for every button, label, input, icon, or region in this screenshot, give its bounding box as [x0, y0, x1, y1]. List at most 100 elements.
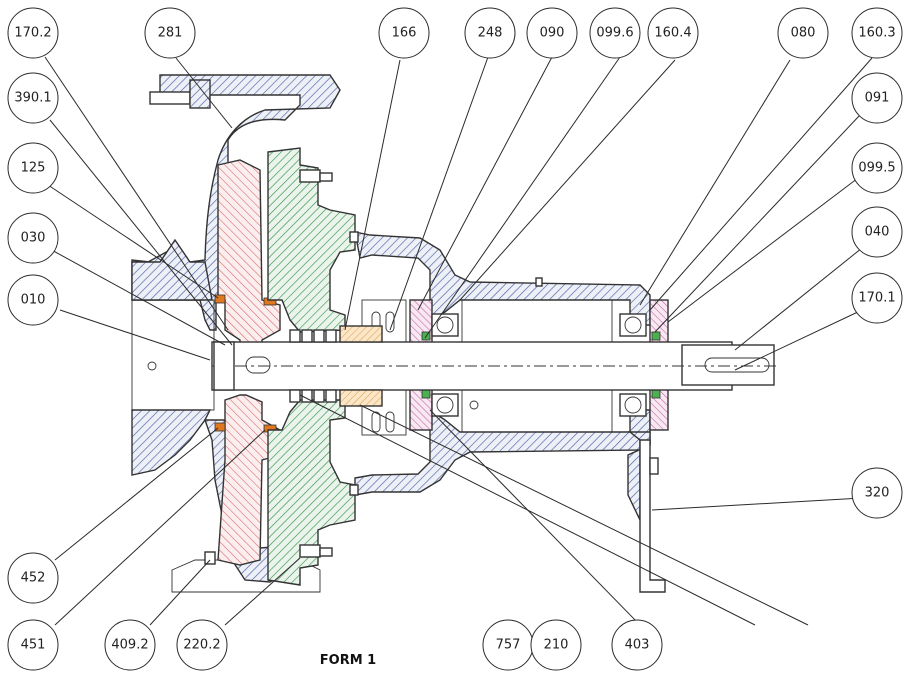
callout-010: 010 [7, 274, 59, 326]
callout-circle [851, 72, 903, 124]
callout-circle [851, 142, 903, 194]
callout-label: 090 [540, 26, 565, 41]
callout-circle [104, 619, 156, 671]
suction-drain-hole [147, 361, 157, 371]
callout-label: 452 [21, 571, 46, 586]
discharge-flange [189, 79, 211, 109]
seal-ring-4 [651, 389, 661, 399]
callout-circle [7, 142, 59, 194]
callout-circle [144, 7, 196, 59]
callout-281: 281 [144, 7, 196, 59]
callout-403: 403 [611, 619, 663, 671]
discharge-flange-bolt [149, 91, 191, 105]
callout-label: 248 [478, 26, 503, 41]
callout-label: 320 [865, 486, 890, 501]
bearing-bracket-upper [354, 231, 651, 326]
bearing-pump-side [431, 313, 459, 417]
callout-circle [7, 552, 59, 604]
callout-125: 125 [7, 142, 59, 194]
callout-757: 757 [482, 619, 534, 671]
bearing-bracket-lower [354, 408, 651, 496]
callout-label: 099.5 [858, 161, 895, 176]
callout-320: 320 [851, 467, 903, 519]
callout-label: 099.6 [596, 26, 633, 41]
callout-circle [530, 619, 582, 671]
callout-circle [851, 206, 903, 258]
callout-220-2: 220.2 [176, 619, 228, 671]
packing-rings [289, 329, 337, 403]
callout-circle [7, 212, 59, 264]
callout-bubbles: 170.2 281 166 248 090 099.6 160.4 080 160.3 390.1… [7, 7, 903, 671]
callout-label: 080 [791, 26, 816, 41]
wear-ring-lower [214, 422, 226, 432]
callout-091: 091 [851, 72, 903, 124]
leader-lines [44, 56, 873, 626]
callout-circle [464, 7, 516, 59]
support-bolt [649, 457, 659, 475]
seal-ring-3 [651, 331, 661, 341]
casing-foot [171, 559, 321, 593]
cover-bolts [204, 169, 359, 565]
callout-170-2: 170.2 [7, 7, 59, 59]
callout-label: 170.2 [14, 26, 51, 41]
callout-circle [378, 7, 430, 59]
callout-circle [7, 72, 59, 124]
shaft-sleeve-lower [339, 389, 383, 407]
callout-451: 451 [7, 619, 59, 671]
callout-099-6: 099.6 [589, 7, 641, 59]
callout-409-2: 409.2 [104, 619, 156, 671]
callout-label: 030 [21, 231, 46, 246]
casing-cover [267, 147, 356, 333]
impeller-key [245, 356, 271, 374]
bearing-drive-side [619, 313, 647, 417]
callout-label: 125 [21, 161, 46, 176]
callout-circle [7, 274, 59, 326]
callout-label: 390.1 [14, 91, 51, 106]
callout-452: 452 [7, 552, 59, 604]
impeller-nut [213, 341, 235, 391]
callout-label: 451 [21, 638, 46, 653]
callout-label: 040 [865, 225, 890, 240]
callout-label: 166 [392, 26, 417, 41]
callout-label: 757 [496, 638, 521, 653]
wear-ring-upper [214, 294, 226, 304]
callout-248: 248 [464, 7, 516, 59]
callout-label: 281 [158, 26, 183, 41]
callout-circle [647, 7, 699, 59]
shaft-keyway [704, 357, 770, 373]
callout-circle [7, 619, 59, 671]
callout-label: 170.1 [858, 291, 895, 306]
figure-caption: FORM 1 [320, 653, 376, 668]
callout-099-5: 099.5 [851, 142, 903, 194]
pump-drawing [131, 74, 780, 593]
callout-label: 210 [544, 638, 569, 653]
callout-090: 090 [526, 7, 578, 59]
callout-circle [851, 467, 903, 519]
callout-circle [851, 272, 903, 324]
seal-ring-2 [421, 389, 431, 399]
callout-080: 080 [777, 7, 829, 59]
callout-label: 403 [625, 638, 650, 653]
breather [535, 277, 543, 287]
callout-030: 030 [7, 212, 59, 264]
callout-circle [611, 619, 663, 671]
callout-label: 409.2 [111, 638, 148, 653]
callout-160-3: 160.3 [851, 7, 903, 59]
callout-label: 160.3 [858, 26, 895, 41]
shaft-sleeve-upper [339, 325, 383, 343]
callout-circle [777, 7, 829, 59]
callout-160-4: 160.4 [647, 7, 699, 59]
callout-label: 091 [865, 91, 890, 106]
callout-circle [851, 7, 903, 59]
callout-circle [176, 619, 228, 671]
callout-170-1: 170.1 [851, 272, 903, 324]
callout-circle [526, 7, 578, 59]
callout-210: 210 [530, 619, 582, 671]
callout-390-1: 390.1 [7, 72, 59, 124]
callout-circle [7, 7, 59, 59]
callout-040: 040 [851, 206, 903, 258]
callout-166: 166 [378, 7, 430, 59]
shaft-end [681, 344, 775, 386]
suction-casing-lower [131, 409, 212, 476]
